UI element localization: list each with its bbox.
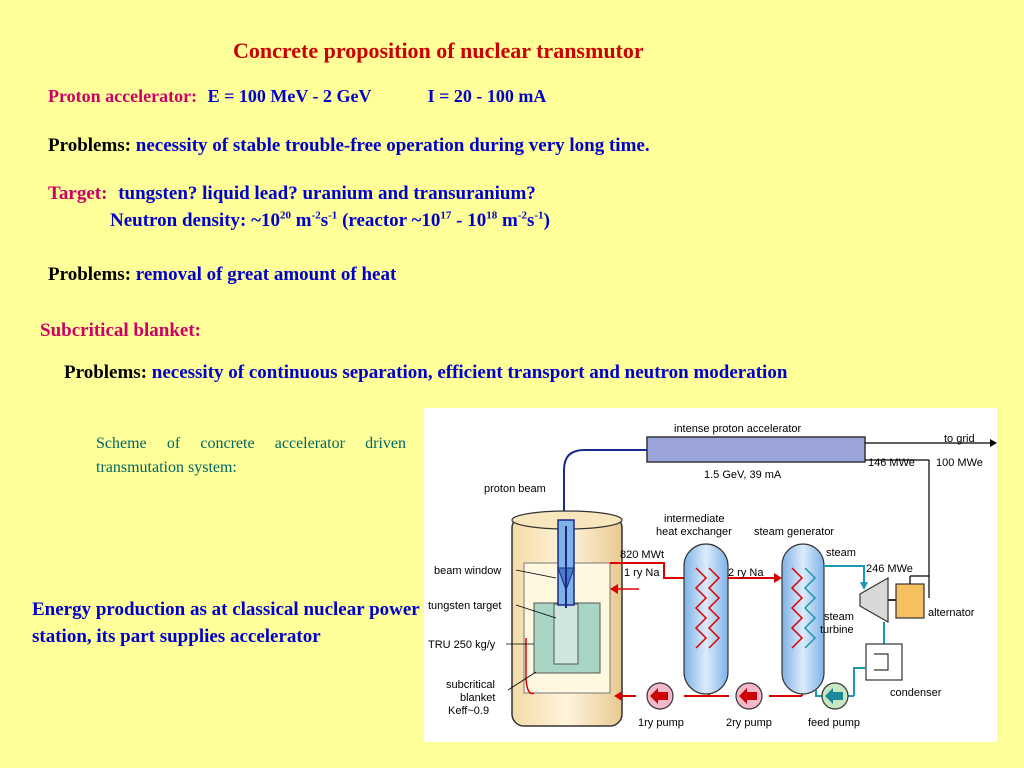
power-246-label: 246 MWe xyxy=(866,563,913,575)
problems-separation-text: necessity of continuous separation, effi… xyxy=(151,362,788,383)
problems-label: Problems: xyxy=(48,264,132,285)
primary-hot-pipe xyxy=(610,562,684,579)
accelerator-tube xyxy=(646,436,866,463)
condenser-box xyxy=(865,643,903,681)
proton-current: I = 20 - 100 mA xyxy=(427,86,547,106)
page-title: Concrete proposition of nuclear transmut… xyxy=(233,38,644,63)
diagram-caption: Scheme of concrete accelerator driven tr… xyxy=(96,435,406,476)
proton-beam-line xyxy=(563,449,647,526)
proton-accelerator-line: Proton accelerator: E = 100 MeV - 2 GeV … xyxy=(48,86,546,107)
steam-turbine xyxy=(859,576,889,624)
problems-operation-text: necessity of stable trouble-free operati… xyxy=(135,135,650,156)
power-820-label: 820 MWt xyxy=(620,549,664,561)
problems-heat-text: removal of great amount of heat xyxy=(135,264,397,285)
target-text: tungsten? liquid lead? uranium and trans… xyxy=(118,183,536,204)
proton-beam-label: proton beam xyxy=(484,483,546,495)
subcritical-blanket-label: Subcritical blanket: xyxy=(40,320,201,341)
pump1-label: 1ry pump xyxy=(638,717,684,729)
blanket-label: blanket xyxy=(460,692,495,704)
primary-pump-arrow-icon xyxy=(650,688,668,704)
secondary-pump-arrow-icon xyxy=(739,688,757,704)
target-label: Target: xyxy=(48,183,108,204)
tungsten-target-zone xyxy=(553,603,579,665)
problems-label: Problems: xyxy=(48,135,132,156)
accelerator-label: intense proton accelerator xyxy=(674,423,802,435)
problems-operation-line: Problems: necessity of stable trouble-fr… xyxy=(48,135,650,157)
alternator-box xyxy=(895,583,925,619)
primary-na-label: 1 ry Na xyxy=(624,567,660,579)
heat-exchanger-label: heat exchanger xyxy=(656,526,732,538)
power-100-label: 100 MWe xyxy=(936,457,983,469)
target-line: Target: tungsten? liquid lead? uranium a… xyxy=(48,183,536,205)
to-grid-label: to grid xyxy=(944,433,975,445)
neutron-density-line: Neutron density: ~1020 m-2s-1 (reactor ~… xyxy=(110,209,550,231)
alternator-label: alternator xyxy=(928,607,975,619)
intermediate-label: intermediate xyxy=(664,513,725,525)
feed-pump-label: feed pump xyxy=(808,717,860,729)
tru-label: TRU 250 kg/y xyxy=(428,639,496,651)
pump2-label: 2ry pump xyxy=(726,717,772,729)
steam-generator-label: steam generator xyxy=(754,526,834,538)
problems-separation-line: Problems: necessity of continuous separa… xyxy=(64,362,787,384)
beam-spec-label: 1.5 GeV, 39 mA xyxy=(704,469,782,481)
steam-turbine-label-2: turbine xyxy=(820,624,854,636)
feed-pump-arrow-icon xyxy=(825,688,843,704)
primary-return-arrow-icon xyxy=(610,584,618,594)
steam-turbine-label-1: steam xyxy=(824,611,854,623)
proton-accelerator-label: Proton accelerator: xyxy=(48,86,198,106)
keff-label: Keff~0.9 xyxy=(448,705,489,717)
subcritical-label: subcritical xyxy=(446,679,495,691)
power-146-label: 146 MWe xyxy=(868,457,915,469)
proton-energy: E = 100 MeV - 2 GeV xyxy=(207,86,372,106)
secondary-na-label: 2 ry Na xyxy=(728,567,764,579)
steam-generator xyxy=(781,543,825,695)
tungsten-target-label: tungsten target xyxy=(428,600,501,612)
steam-label: steam xyxy=(826,547,856,559)
beam-window-label: beam window xyxy=(434,565,501,577)
to-grid-arrow-icon xyxy=(990,439,997,447)
problems-label: Problems: xyxy=(64,362,148,383)
energy-production-text: Energy production as at classical nuclea… xyxy=(32,599,420,647)
problems-heat-line: Problems: removal of great amount of hea… xyxy=(48,264,396,286)
transmutation-scheme-diagram: intense proton accelerator 1.5 GeV, 39 m… xyxy=(424,408,997,742)
steam-line xyxy=(824,565,865,584)
condenser-label: condenser xyxy=(890,687,942,699)
